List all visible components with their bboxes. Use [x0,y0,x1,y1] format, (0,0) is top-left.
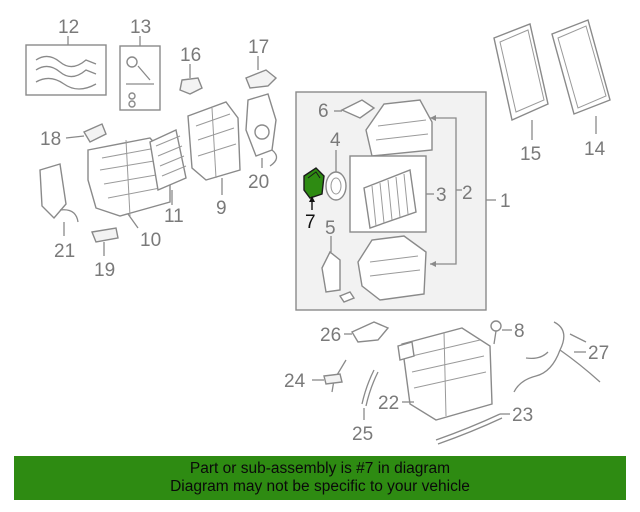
callout-1: 1 [500,191,511,212]
part-7-highlighted[interactable] [303,167,325,199]
part-25-hose[interactable] [361,369,379,407]
part-12-hose[interactable] [25,44,107,96]
callout-13: 13 [130,17,151,38]
part-2-lower-case[interactable] [338,235,427,303]
part-26-duct[interactable] [350,321,390,343]
banner-line-1: Part or sub-assembly is #7 in diagram [189,460,451,477]
callout-27: 27 [588,343,609,364]
callout-25: 25 [352,424,373,445]
callout-20: 20 [248,172,269,193]
part-6-duct[interactable] [340,99,376,119]
part-18-clip[interactable] [82,123,107,143]
callout-4: 4 [330,130,341,151]
callout-7: 7 [305,212,316,233]
part-15-panel[interactable] [493,23,549,121]
part-16-clip[interactable] [179,77,203,95]
callout-19: 19 [94,260,115,281]
callout-14: 14 [584,139,606,160]
callout-9: 9 [216,198,227,219]
callout-26: 26 [320,325,341,346]
part-4-motor[interactable] [325,171,347,201]
callout-2: 2 [462,183,473,204]
callout-3: 3 [436,185,447,206]
parts-diagram: 12 13 16 17 18 10 11 [25,17,611,445]
part-21-bracket[interactable] [39,163,79,223]
callout-23: 23 [512,405,533,426]
callout-12: 12 [58,17,79,38]
callout-6: 6 [318,101,329,122]
callout-10: 10 [140,230,161,251]
part-27-harness[interactable] [513,321,601,393]
part-11-filter[interactable] [149,128,187,191]
part-5-duct[interactable] [321,250,341,293]
callout-22: 22 [378,393,399,414]
callout-18: 18 [40,129,61,150]
info-banner: Part or sub-assembly is #7 in diagram Di… [14,456,626,500]
part-24-drain[interactable] [323,359,347,393]
part-20-actuator[interactable] [245,93,278,167]
part-17-bracket[interactable] [245,69,278,89]
part-8-sensor[interactable] [490,320,502,345]
callout-17: 17 [248,37,269,58]
part-23-seal[interactable] [435,413,503,445]
callout-15: 15 [520,144,541,165]
callout-16: 16 [180,45,201,66]
part-3-evaporator[interactable] [349,155,427,233]
callout-21: 21 [54,241,75,262]
callout-5: 5 [325,218,336,239]
part-9-case[interactable] [187,101,241,181]
part-22-hvac-unit[interactable] [397,327,493,421]
part-19-clip[interactable] [91,227,119,243]
banner-line-2: Diagram may not be specific to your vehi… [170,478,470,495]
callout-11: 11 [164,206,184,227]
part-14-panel[interactable] [551,19,611,115]
callout-24: 24 [284,371,306,392]
callout-8: 8 [514,321,525,342]
part-13-fasteners[interactable] [119,45,161,111]
